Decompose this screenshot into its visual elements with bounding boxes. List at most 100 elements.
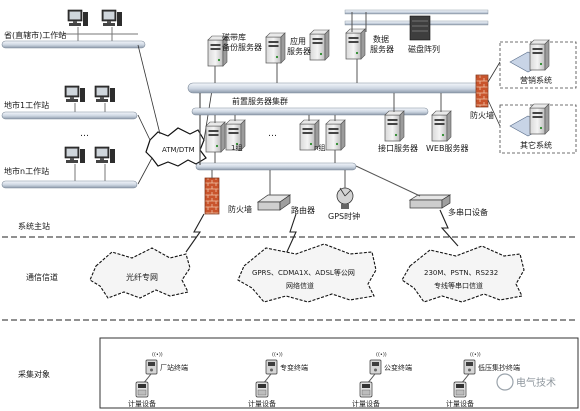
antenna-glyph: ((•)) [152,352,163,358]
meter-icon [453,381,467,398]
web-server-icon [431,110,452,142]
citym-station-label: 地市n工作站 [4,166,49,176]
province-workstations: 省(直辖市)工作站 [1,9,146,49]
tape-backup-label-1: 磁带库 [222,32,246,42]
terminal-icon [369,359,382,375]
citym-workstations: 地市n工作站 [1,146,138,189]
group1-label: 1组 [231,143,242,152]
fiber-cloud-label: 光纤专网 [126,272,158,282]
router-icon [257,201,281,211]
collection-frame [99,337,579,409]
public-network-cloud: GPRS、CDMA1X、ADSL等公网 网络信道 [237,243,377,303]
interface-web-servers: 接口服务器 WEB服务器 [378,93,468,153]
db-server-label-1: 数据 [373,34,389,44]
terminal-icon [265,359,278,375]
meter-label-2: 计量设备 [248,399,276,408]
watermark-text: 电气技术 [516,376,556,389]
web-server-label: WEB服务器 [426,143,468,153]
top-firewall-label: 防火墙 [470,110,494,120]
external-systems: 营销系统 其它系统 [487,39,577,154]
main-backbone-bus [187,82,489,94]
meter-label-3: 计量设备 [352,399,380,408]
antenna-glyph: ((•)) [272,352,283,358]
app-server-label-2: 服务器 [287,46,311,56]
app-server-icon-2 [309,29,330,61]
disk-array-icon [409,15,431,41]
other-server-icon [529,103,550,135]
meter-label-1: 计量设备 [128,399,156,408]
tape-backup-label-2: 备份服务器 [222,42,262,52]
multiport-device-icon [409,199,443,209]
terminal-special-transformer: ((•)) 专变终端 计量设备 [248,352,308,408]
meter-icon [255,381,269,398]
terminal-low-voltage: ((•)) 低压集抄终端 计量设备 [446,352,520,408]
marketing-system-label: 营销系统 [520,75,552,85]
wechat-icon [496,373,514,391]
terminal-label-2: 专变终端 [280,363,308,372]
terminal-label-4: 低压集抄终端 [478,363,520,372]
province-station-label: 省(直辖市)工作站 [4,30,66,40]
section-channel-label: 通信信道 [26,272,58,282]
firewall-icon [475,74,489,108]
frontend-lower-bus [195,162,357,171]
marketing-server-icon [529,39,550,71]
gps-clock-label: GPS时钟 [328,211,360,221]
serial-channel-label-2: 专线等串口信道 [434,281,483,290]
section-master-label: 系统主站 [18,221,50,231]
interface-server-label: 接口服务器 [378,143,418,153]
frontend-cluster-label: 前置服务器集群 [232,96,288,106]
other-system-label: 其它系统 [520,140,552,150]
frontend-server-cluster: 前置服务器集群 1组 … n组 [205,96,346,163]
frontend-server-icon [205,121,226,153]
lower-firewall-label: 防火墙 [228,204,252,214]
frontend-server-icon [325,119,346,151]
serial-channel-cloud: 230M、PSTN、RS232 专线等串口信道 [401,245,525,303]
cluster-ellipsis: … [268,129,277,139]
atm-dtm-label: ATM/DTM [162,146,195,154]
router-label: 路由器 [291,205,315,215]
section-collect-label: 采集对象 [18,369,50,379]
citym-lan-bus [1,180,138,189]
storage-servers: 磁带库 备份服务器 应用 服务器 数据 服务器 磁盘阵列 [207,9,489,83]
workstation-icon [94,85,116,103]
db-server-label-2: 服务器 [370,44,394,54]
app-server-label-1: 应用 [290,36,306,46]
watermark: 电气技术 [496,373,556,391]
interface-server-icon [384,110,405,142]
db-server-icon [345,28,366,60]
terminal-icon [145,359,158,375]
lower-firewall-icon [204,177,220,215]
top-firewall: 防火墙 [470,74,494,120]
terminal-public-transformer: ((•)) 公变终端 计量设备 [352,352,412,408]
terminal-station: ((•)) 厂站终端 计量设备 [128,352,188,408]
public-network-label-2: 网络信道 [286,281,314,290]
workstation-icon [67,9,89,27]
groupn-label: n组 [314,143,325,152]
province-lan-bus [1,40,146,49]
app-server-icon [265,32,286,64]
antenna-glyph: ((•)) [470,352,481,358]
workstation-icon [94,146,116,164]
lightning-links [185,209,459,255]
public-network-label-1: GPRS、CDMA1X、ADSL等公网 [252,268,355,277]
multiport-device-label: 多串口设备 [448,207,488,217]
meter-icon [135,381,149,398]
workstation-icon [64,85,86,103]
serial-channel-label-1: 230M、PSTN、RS232 [424,269,498,277]
city1-workstations: 地市1工作站 [1,85,138,120]
stations-ellipsis: … [80,129,89,139]
meter-icon [359,381,373,398]
city1-lan-bus [1,111,138,120]
terminal-label-1: 厂站终端 [160,363,188,372]
meter-label-4: 计量设备 [446,399,474,408]
disk-array-label: 磁盘阵列 [408,44,440,54]
workstation-icon [64,146,86,164]
antenna-glyph: ((•)) [376,352,387,358]
frontend-server-bus [191,107,429,116]
terminal-label-3: 公变终端 [384,363,412,372]
workstation-icon [101,9,123,27]
lower-master-devices: 防火墙 路由器 GPS时钟 多串口设备 [204,165,488,221]
fiber-cloud: 光纤专网 [89,247,191,299]
terminal-icon [463,359,476,375]
